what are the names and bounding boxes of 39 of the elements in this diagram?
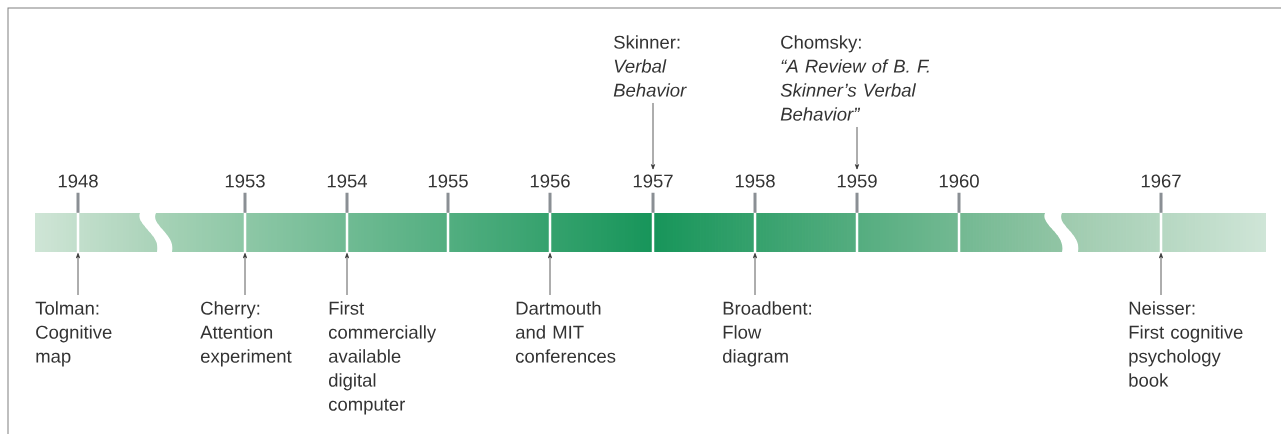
year-label: 1953 — [225, 174, 265, 188]
arrow — [76, 253, 81, 296]
tick-mark — [957, 192, 961, 213]
year-label: 1958 — [735, 174, 775, 188]
arrow — [855, 126, 859, 170]
tick-mark — [548, 192, 552, 213]
tick-mark — [345, 192, 349, 213]
year-label: 1960 — [939, 174, 979, 188]
arrow — [753, 253, 757, 296]
event-label: Cherry: Attention experiment — [200, 301, 292, 367]
event-label: Dartmouth and MIT conferences — [516, 301, 616, 363]
tick-mark — [753, 192, 757, 213]
arrow — [345, 253, 349, 296]
tick-mark — [243, 192, 247, 213]
year-label: 1956 — [530, 174, 570, 188]
event-label: Neisser: First cognitive psychology book — [1129, 301, 1243, 387]
event-label: Chomsky: “A Review of B. F. Skinner’s Verbal Behavior” — [780, 35, 930, 121]
arrow — [243, 253, 247, 296]
timeline-bar — [155, 213, 1063, 252]
tick-mark — [855, 192, 859, 213]
arrow — [548, 253, 552, 296]
tick-mark — [1159, 192, 1163, 213]
year-label: 1948 — [58, 174, 98, 188]
tick-mark — [76, 192, 80, 213]
year-label: 1959 — [837, 174, 877, 188]
year-label: 1967 — [1141, 174, 1181, 188]
year-label: 1954 — [327, 174, 368, 188]
event-label: Tolman: Cognitive map — [35, 301, 112, 367]
timeline-bar — [35, 213, 158, 252]
tick-mark — [651, 192, 655, 213]
event-label: Skinner: Verbal Behavior — [613, 35, 687, 97]
arrow — [651, 102, 655, 170]
event-label: Broadbent: Flow diagram — [723, 301, 811, 367]
tick-mark — [446, 192, 450, 213]
year-label: 1957 — [633, 174, 673, 188]
timeline-bar — [1061, 213, 1266, 252]
event-label: First commercially available digital computer — [329, 301, 437, 415]
year-label: 1955 — [428, 174, 468, 188]
arrow — [1159, 253, 1164, 296]
